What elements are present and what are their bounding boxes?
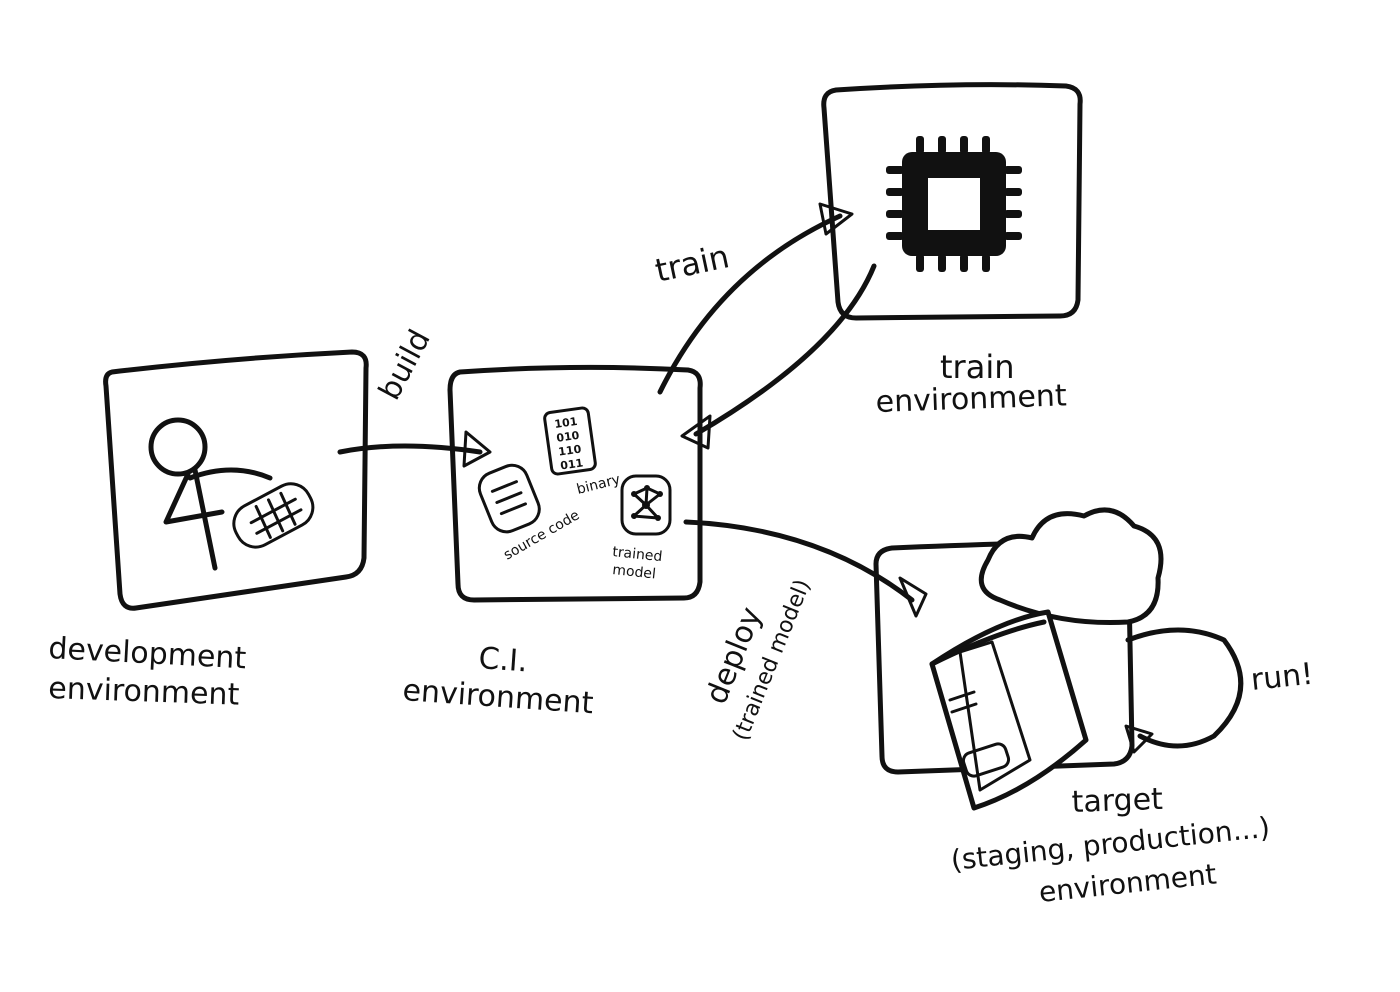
- train-arrow: [657, 202, 854, 395]
- developer-icon: [148, 417, 273, 571]
- binary-digits-row-2: 010: [556, 429, 581, 445]
- train-environment-node: [821, 82, 1083, 321]
- target-environment-node: [873, 507, 1164, 811]
- trained-model-return-arrow: [680, 263, 877, 450]
- run-loop-arrow: [1124, 627, 1244, 754]
- ci-environment-node: 101 010 110 011: [447, 364, 703, 603]
- build-label: build: [372, 324, 438, 406]
- binary-digits-row-4: 011: [559, 456, 584, 472]
- trained-model-label-line1: trained: [612, 544, 663, 565]
- ci-label-line1: C.I.: [477, 641, 528, 679]
- chip-icon: [886, 136, 1022, 272]
- server-icon: [929, 609, 1089, 811]
- build-arrow: [337, 430, 492, 468]
- source-code-icon: [477, 463, 541, 534]
- development-label-line1: development: [48, 631, 248, 676]
- binary-digits-row-1: 101: [554, 415, 579, 431]
- trained-model-icon: [620, 474, 672, 536]
- run-label: run!: [1249, 657, 1315, 698]
- cloud-icon: [978, 507, 1164, 625]
- binary-digits-row-3: 110: [558, 443, 583, 459]
- train-label-line1: train: [940, 348, 1014, 386]
- trained-model-label-line2: model: [612, 562, 657, 582]
- source-code-label: source code: [501, 507, 582, 563]
- keyboard-icon: [232, 482, 315, 549]
- target-label-line2: (staging, production...): [949, 811, 1271, 877]
- train-label: train: [652, 237, 733, 290]
- target-label-line1: target: [1071, 782, 1164, 820]
- development-environment-node: [103, 349, 369, 611]
- ci-label-line2: environment: [401, 673, 594, 721]
- deploy-arrow: [683, 519, 928, 618]
- binary-label: binary: [575, 472, 622, 498]
- development-label-line2: environment: [48, 671, 240, 713]
- train-label-line2: environment: [875, 378, 1067, 420]
- binary-icon: 101 010 110 011: [543, 406, 597, 476]
